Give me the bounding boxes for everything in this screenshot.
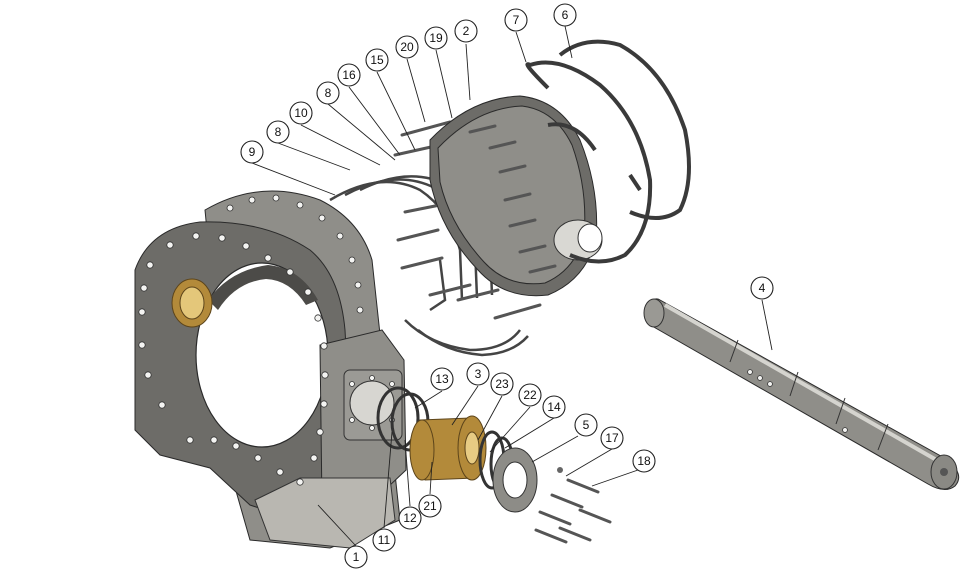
svg-text:4: 4 [759,281,766,295]
svg-text:20: 20 [400,40,414,54]
cover-plate-part [429,95,603,297]
svg-text:2: 2 [463,24,470,38]
svg-text:16: 16 [342,68,356,82]
balloon-13: 13 [430,367,454,391]
svg-text:15: 15 [370,53,384,67]
balloon-23: 23 [490,372,514,396]
svg-text:17: 17 [605,431,619,445]
balloon-1: 1 [344,545,368,569]
retaining-rings [525,39,691,264]
svg-text:10: 10 [294,106,308,120]
svg-text:5: 5 [583,418,590,432]
balloon-9: 9 [240,140,264,164]
svg-text:8: 8 [275,125,282,139]
balloon-17: 17 [600,426,624,450]
balloon-22: 22 [518,383,542,407]
svg-text:8: 8 [325,86,332,100]
balloon-15: 15 [365,48,389,72]
svg-text:6: 6 [562,8,569,22]
balloon-4: 4 [750,276,774,300]
balloon-18: 18 [632,449,656,473]
cover-plate-studs [468,124,557,274]
balloon-19: 19 [424,26,448,50]
svg-text:7: 7 [513,13,520,27]
balloon-21: 21 [418,494,442,518]
balloon-11: 11 [372,528,396,552]
balloon-8b: 8 [266,120,290,144]
balloon-20: 20 [395,35,419,59]
balloon-5: 5 [574,413,598,437]
svg-text:12: 12 [403,511,417,525]
hub-bearing-stack [376,386,538,513]
balloon-2: 2 [454,19,478,43]
svg-text:13: 13 [435,372,449,386]
svg-text:18: 18 [637,454,651,468]
shaft-part [643,298,960,490]
leader-lines [251,25,773,547]
svg-text:23: 23 [495,377,509,391]
balloon-10: 10 [289,101,313,125]
svg-text:3: 3 [475,367,482,381]
svg-text:1: 1 [353,550,360,564]
svg-text:14: 14 [547,400,561,414]
balloon-6: 6 [553,3,577,27]
svg-text:19: 19 [429,31,443,45]
svg-text:21: 21 [423,499,437,513]
svg-text:22: 22 [523,388,537,402]
svg-text:11: 11 [378,533,391,547]
balloon-14: 14 [542,395,566,419]
balloon-12: 12 [398,506,422,530]
balloon-16: 16 [337,63,361,87]
housing-bolt-holes [138,194,395,486]
balloon-7: 7 [504,8,528,32]
balloon-3: 3 [466,362,490,386]
housing-part [134,190,407,549]
svg-text:9: 9 [249,145,256,159]
plate-bolts [534,467,612,544]
balloon-8a: 8 [316,81,340,105]
